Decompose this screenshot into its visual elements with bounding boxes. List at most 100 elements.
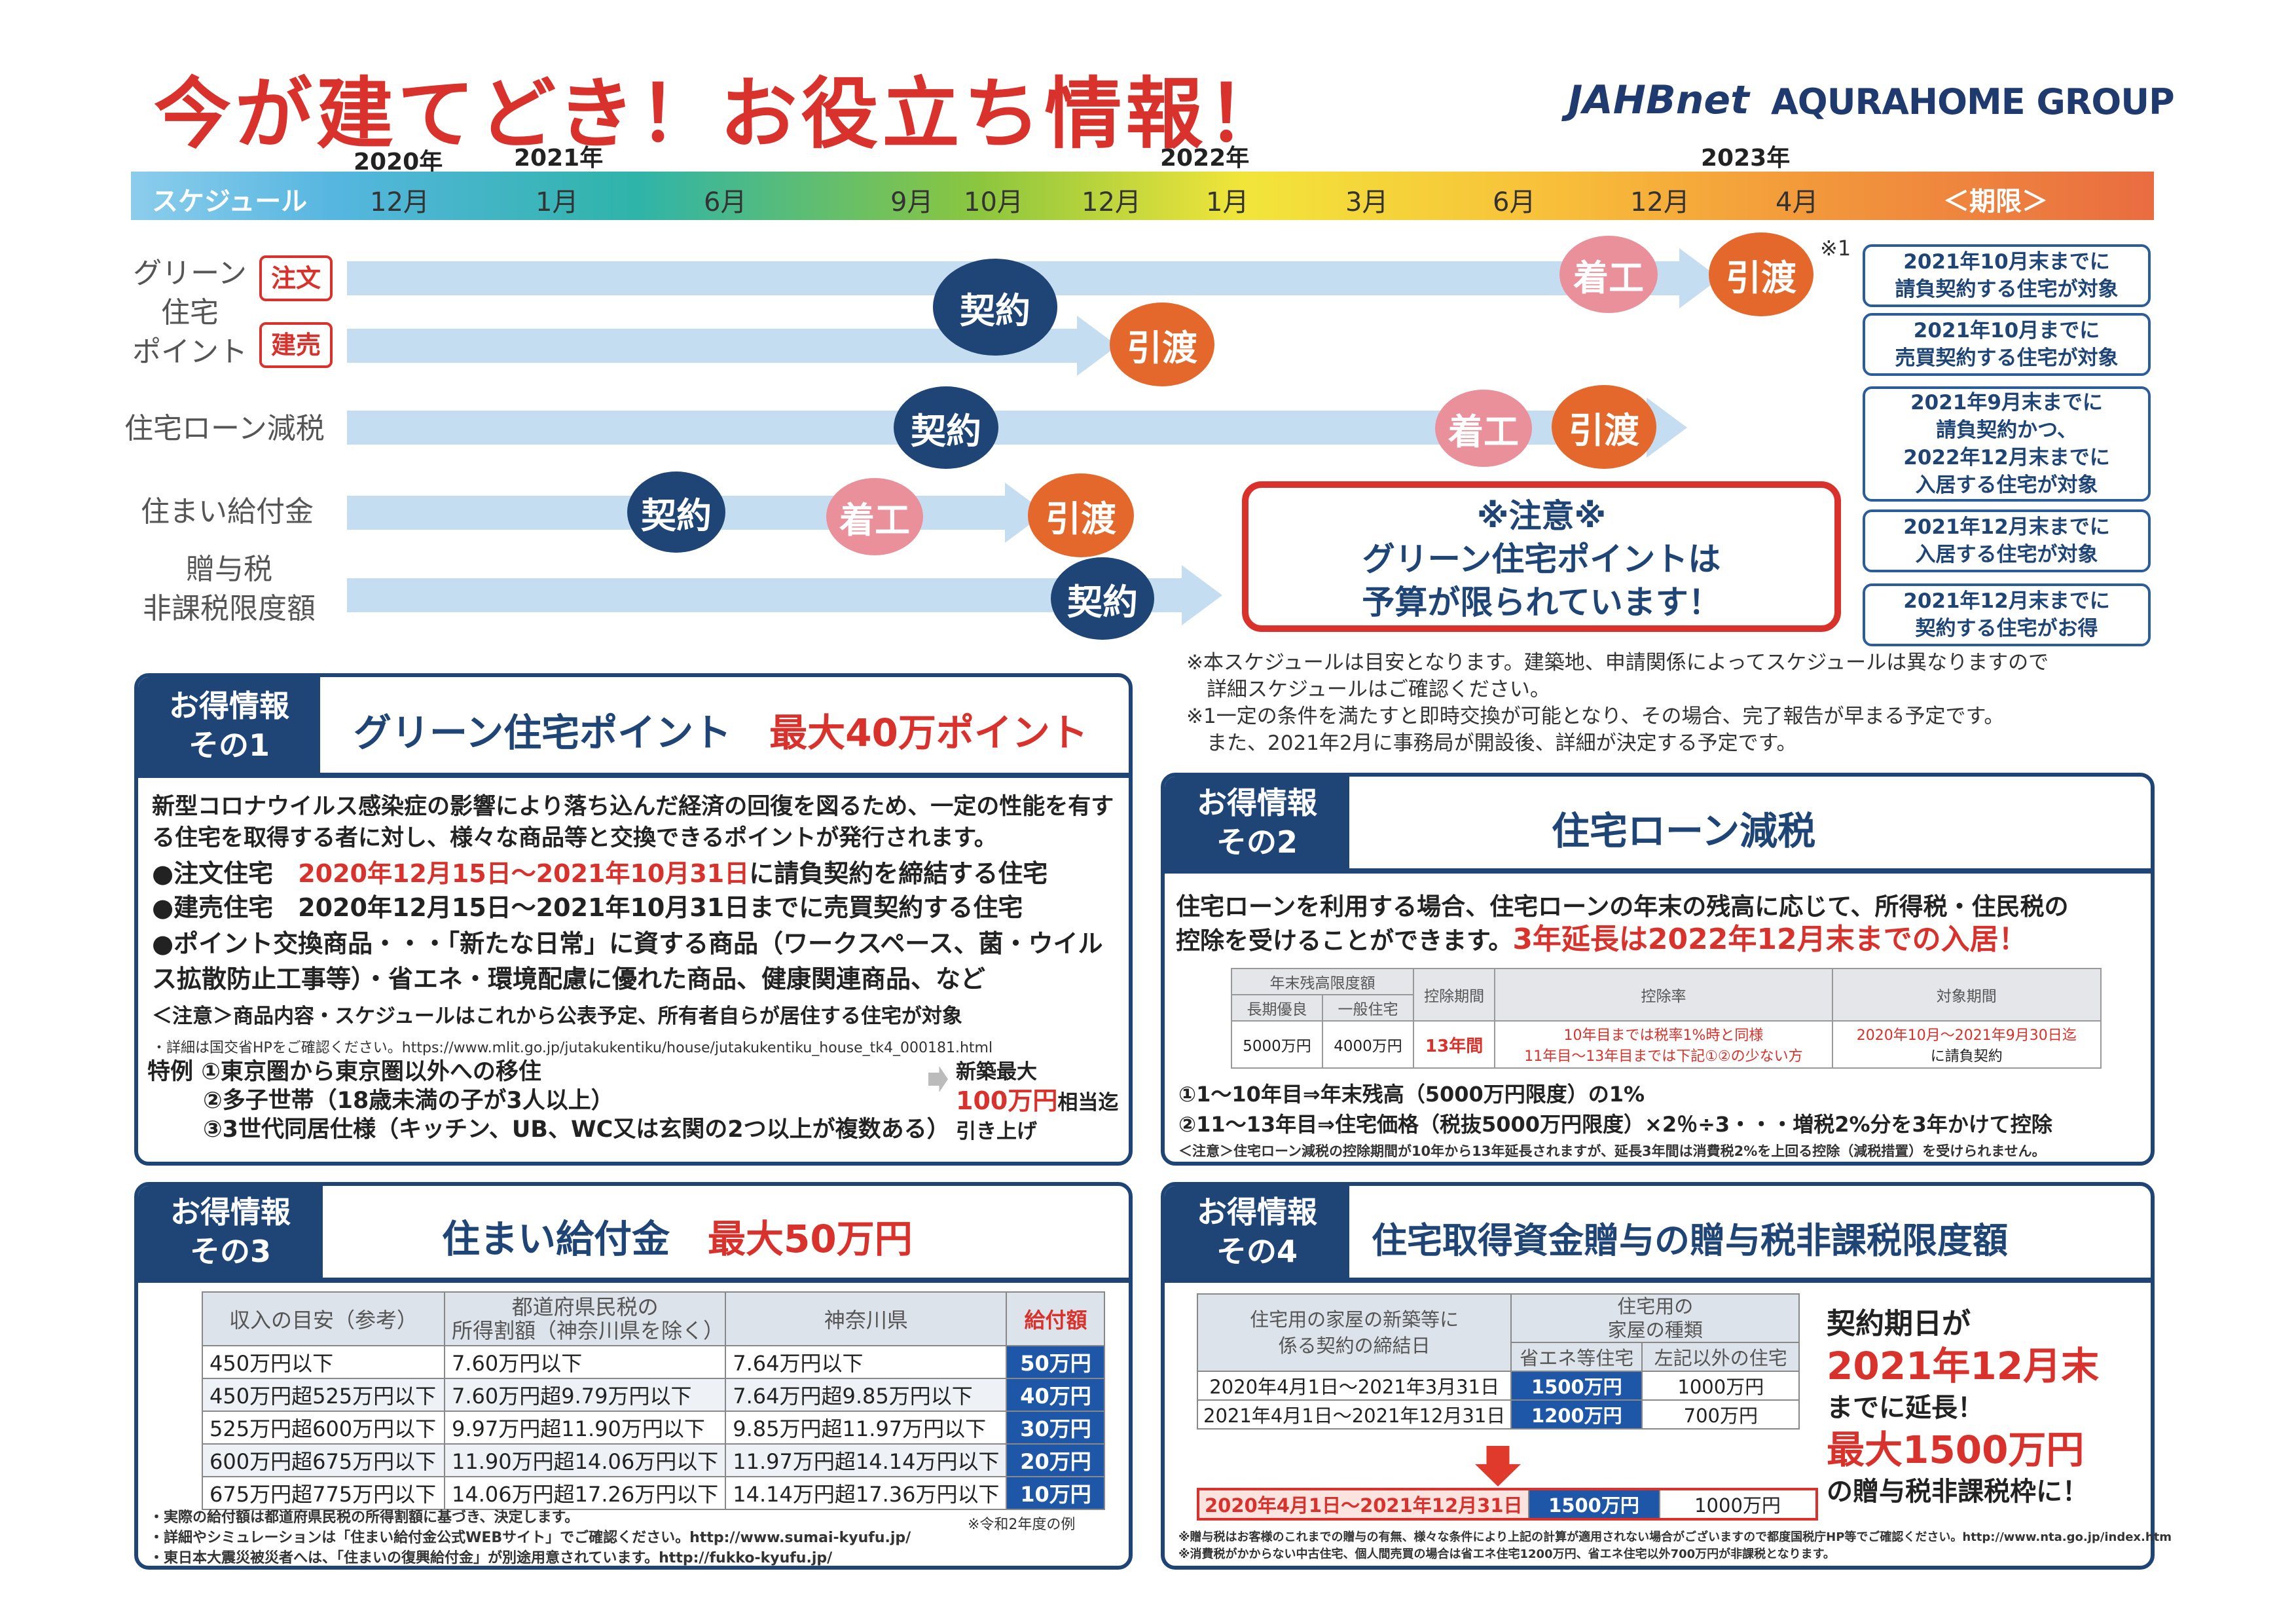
- td-amount: 30万円: [1006, 1411, 1106, 1445]
- month: 6月: [704, 187, 747, 217]
- year-2023: 2023年: [1701, 145, 1791, 172]
- p2-formula: ①1～10年目⇒年末残高（5000万円限度）の1% ②11～13年目⇒住宅価格（…: [1178, 1082, 2052, 1137]
- year-2020: 2020年: [354, 149, 443, 175]
- td-period: 13年間: [1412, 1020, 1496, 1069]
- page-title: 今が建てどき！お役立ち情報！: [154, 69, 1288, 159]
- zoyo-table: 住宅用の家屋の新築等に 係る契約の締結日 住宅用の 家屋の種類 省エネ等住宅 左…: [1196, 1293, 1800, 1430]
- th-pref-tax: 都道府県民税の 所得割額（神奈川県を除く）: [443, 1291, 727, 1346]
- td-choki: 5000万円: [1231, 1020, 1323, 1069]
- event-start: 着工: [1435, 390, 1532, 467]
- caution-line: 予算が限られています！: [1362, 583, 1721, 621]
- year-2022: 2022年: [1160, 145, 1250, 172]
- deadline-box: 2021年12月末までに 契約する住宅がお得: [1863, 583, 2151, 646]
- panel-title: グリーン住宅ポイント 最大40万ポイント: [354, 710, 1088, 755]
- panel-badge: お得情報 その1: [138, 677, 320, 778]
- td-kana: 7.64万円超9.85万円以下: [725, 1378, 1008, 1412]
- p1-url: ・詳細は国交省HPをご確認ください。https://www.mlit.go.jp…: [152, 1040, 993, 1056]
- month: 12月: [1630, 187, 1690, 217]
- p1-bullet-order: ●注文住宅 2020年12月15日～2021年10月31日に請負契約を締結する住…: [152, 859, 1048, 888]
- p1-bullet-sale: ●建売住宅 2020年12月15日～2021年10月31日までに売買契約する住宅: [152, 893, 1023, 922]
- td-other: 700万円: [1641, 1399, 1800, 1430]
- td-pref: 11.90万円超14.06万円以下: [443, 1443, 727, 1477]
- td-eco: 1200万円: [1510, 1399, 1643, 1430]
- p3-note-right: ※令和2年度の例: [968, 1517, 1076, 1533]
- panel-badge: お得情報 その3: [138, 1186, 323, 1283]
- caution-heading: ※注意※: [1476, 497, 1607, 535]
- td-date: 2020年4月1日～2021年12月31日: [1197, 1488, 1529, 1520]
- month: 12月: [1082, 187, 1141, 217]
- td-income: 675万円超775万円以下: [202, 1476, 445, 1510]
- th-kanagawa: 神奈川県: [725, 1291, 1008, 1346]
- th-date: 住宅用の家屋の新築等に 係る契約の締結日: [1196, 1293, 1512, 1372]
- th-income: 収入の目安（参考）: [202, 1291, 445, 1346]
- deadline-box: 2021年10月までに 売買契約する住宅が対象: [1863, 313, 2151, 376]
- arrow-loan: [347, 411, 1650, 445]
- tag-order: 注文: [259, 255, 333, 301]
- td-income: 600万円超675万円以下: [202, 1443, 445, 1477]
- th-choki: 長期優良: [1231, 994, 1323, 1022]
- arrow-zoyo: [347, 578, 1185, 612]
- th-period: 控除期間: [1412, 968, 1496, 1022]
- th-other: 左記以外の住宅: [1641, 1342, 1800, 1372]
- tag-sale: 建売: [259, 322, 333, 368]
- schedule-label: スケジュール: [152, 187, 308, 217]
- jahbnet-logo: JAHBnet: [1568, 77, 1749, 123]
- panel-badge: お得情報 その4: [1165, 1186, 1349, 1283]
- event-start: 着工: [826, 478, 923, 555]
- month: 1月: [536, 187, 579, 217]
- td-income: 525万円超600万円以下: [202, 1411, 445, 1445]
- note-line: ※1一定の条件を満たすと即時交換が可能となり、その場合、完了報告が早まる予定です…: [1186, 705, 2005, 728]
- th-rate: 控除率: [1494, 968, 1833, 1022]
- p2-caution: ＜注意＞住宅ローン減税の控除期間が10年から13年延長されますが、延長3年間は消…: [1178, 1143, 2046, 1159]
- year-2021: 2021年: [514, 145, 604, 172]
- schedule-bar: [131, 172, 2154, 220]
- td-ippan: 4000万円: [1322, 1020, 1414, 1069]
- month: 1月: [1206, 187, 1249, 217]
- td-eco: 1500万円: [1510, 1371, 1643, 1401]
- month: 10月: [964, 187, 1023, 217]
- zoyo-new-row: 2020年4月1日～2021年12月31日 1500万円 1000万円: [1197, 1488, 1818, 1521]
- td-kana: 9.85万円超11.97万円以下: [725, 1411, 1008, 1445]
- th-ippan: 一般住宅: [1322, 994, 1414, 1022]
- td-amount: 10万円: [1006, 1476, 1106, 1510]
- month: 6月: [1493, 187, 1536, 217]
- td-date: 2020年4月1日～2021年3月31日: [1196, 1371, 1512, 1401]
- deadline-box: 2021年9月末までに 請負契約かつ、 2022年12月末までに 入居する住宅が…: [1863, 386, 2151, 502]
- p1-intro: 新型コロナウイルス感染症の影響により落ち込んだ経済の回復を図るため、一定の性能を…: [152, 794, 1114, 851]
- td-other: 1000万円: [1641, 1371, 1800, 1401]
- th-limit: 年末残高限度額: [1231, 968, 1414, 995]
- loan-table: 年末残高限度額 控除期間 控除率 対象期間 長期優良 一般住宅 5000万円 4…: [1231, 968, 2102, 1069]
- panel-title: 住宅取得資金贈与の贈与税非課税限度額: [1372, 1220, 2008, 1261]
- td-other: 1000万円: [1658, 1488, 1817, 1520]
- panel-badge: お得情報 その2: [1165, 777, 1349, 874]
- note-line: ※本スケジュールは目安となります。建築地、申請関係によってスケジュールは異なりま…: [1186, 651, 2049, 674]
- event-contract: 契約: [933, 259, 1057, 356]
- event-delivery: 引渡: [1110, 303, 1214, 386]
- month: 12月: [370, 187, 429, 217]
- deadline-box: 2021年10月末までに 請負契約する住宅が対象: [1863, 244, 2151, 307]
- schedule-notes: ※本スケジュールは目安となります。建築地、申請関係によってスケジュールは異なりま…: [1186, 650, 2049, 757]
- td-kana: 14.14万円超17.36万円以下: [725, 1476, 1008, 1510]
- th-type: 住宅用の 家屋の種類: [1510, 1293, 1800, 1343]
- th-amount: 給付額: [1006, 1291, 1106, 1346]
- month: 9月: [890, 187, 934, 217]
- td-amount: 50万円: [1006, 1345, 1106, 1379]
- td-income: 450万円超525万円以下: [202, 1378, 445, 1412]
- p1-special: 特例 ①東京圏から東京圏以外への移住 ②多子世帯（18歳未満の子が3人以上） ③…: [147, 1059, 950, 1143]
- row-label-zoyo: 贈与税 非課税限度額: [143, 553, 316, 625]
- p1-bullet-products: ●ポイント交換商品・・・「新たな日常」に資する商品（ワークスペース、菌・ウイルス…: [152, 929, 1103, 993]
- event-delivery: 引渡: [1552, 385, 1656, 469]
- footnote-mark: ※1: [1820, 236, 1851, 261]
- row-label-loan: 住宅ローン減税: [124, 412, 325, 445]
- caution-line: グリーン住宅ポイントは: [1362, 540, 1721, 578]
- th-target: 対象期間: [1831, 968, 2102, 1022]
- td-target: 2020年10月～2021年9月30日迄に請負契約: [1831, 1020, 2102, 1069]
- event-delivery: 引渡: [1028, 473, 1134, 557]
- td-kana: 7.64万円以下: [725, 1345, 1008, 1379]
- month: 3月: [1345, 187, 1389, 217]
- event-delivery: 引渡: [1709, 232, 1813, 316]
- td-pref: 7.60万円以下: [443, 1345, 727, 1379]
- event-start: 着工: [1559, 236, 1658, 313]
- td-pref: 14.06万円超17.26万円以下: [443, 1476, 727, 1510]
